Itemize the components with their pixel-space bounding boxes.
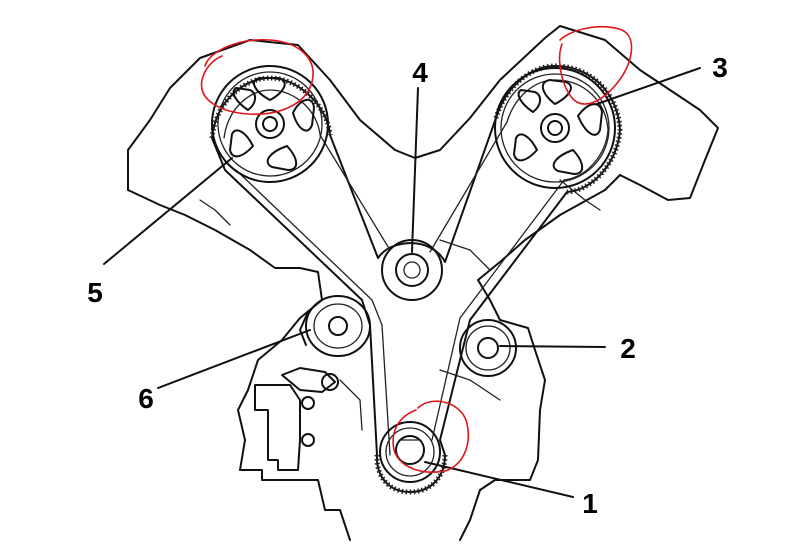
callout-number-3: 3 xyxy=(712,52,728,83)
callout-number-5: 5 xyxy=(87,277,103,308)
tensioner-bracket xyxy=(254,367,339,471)
callout-number-4: 4 xyxy=(412,57,428,88)
callout-number-1: 1 xyxy=(582,488,598,519)
idler-pulley xyxy=(459,319,517,377)
red-annotation-marks xyxy=(200,26,633,473)
crankshaft-sprocket xyxy=(379,421,441,483)
callout-number-6: 6 xyxy=(138,383,154,414)
callout-number-2: 2 xyxy=(620,333,636,364)
leader-line-6 xyxy=(157,329,311,389)
leader-line-2 xyxy=(499,345,606,348)
red-circle-left-sprocket xyxy=(200,39,314,115)
leader-line-5 xyxy=(103,157,233,265)
leader-line-3 xyxy=(596,67,701,105)
engine-block-outline xyxy=(127,25,719,541)
red-circle-crank-sprocket xyxy=(392,400,470,473)
callout-numbers: 1 2 3 4 5 6 xyxy=(87,52,728,519)
right-camshaft-sprocket xyxy=(494,67,616,189)
leader-lines xyxy=(103,67,701,498)
red-circle-right-sprocket xyxy=(558,26,633,105)
leader-line-1 xyxy=(424,461,574,498)
leader-line-4 xyxy=(411,87,419,253)
timing-belt xyxy=(209,63,623,495)
left-camshaft-sprocket xyxy=(211,65,329,183)
tensioner-pulley xyxy=(299,295,371,357)
